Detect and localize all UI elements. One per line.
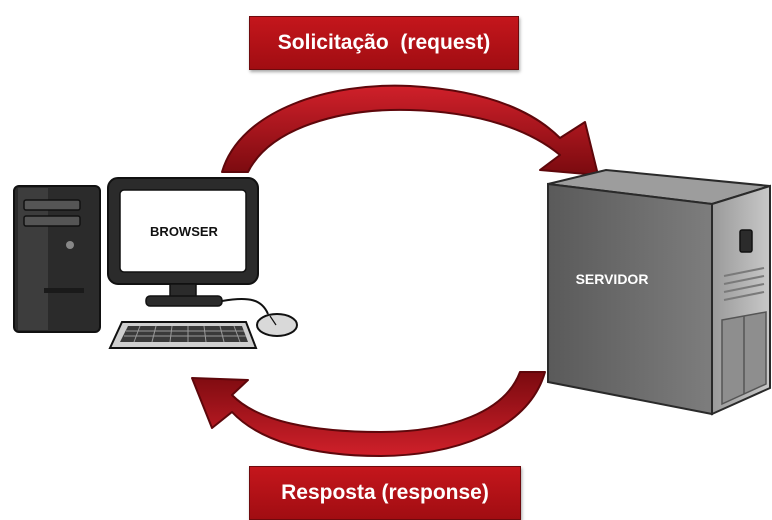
desktop-computer-icon: BROWSER bbox=[13, 177, 298, 349]
power-switch-icon bbox=[739, 229, 753, 253]
monitor-icon: BROWSER bbox=[107, 177, 259, 307]
server-tower-icon: SERVIDOR bbox=[547, 168, 771, 416]
computer-tower bbox=[13, 185, 101, 333]
browser-label: BROWSER bbox=[150, 224, 219, 239]
keyboard-icon bbox=[108, 321, 258, 349]
request-label: Solicitação (request) bbox=[277, 31, 491, 54]
response-arrow-icon bbox=[191, 371, 546, 457]
mouse-icon bbox=[221, 297, 298, 337]
response-label-box: Resposta (response) bbox=[249, 466, 521, 520]
request-label-box: Solicitação (request) bbox=[249, 16, 519, 70]
request-arrow-icon bbox=[221, 84, 599, 176]
server-label: SERVIDOR bbox=[576, 271, 649, 287]
response-label: Resposta (response) bbox=[281, 481, 489, 504]
